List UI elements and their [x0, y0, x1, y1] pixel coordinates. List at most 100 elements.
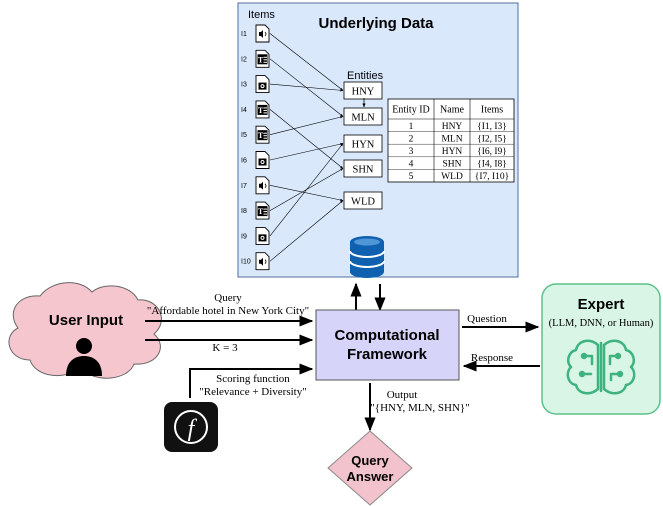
link-i2-mln [269, 58, 344, 117]
framework-line2: Framework [347, 346, 428, 363]
item-i9: I9 [241, 226, 270, 245]
entity-hny: HNY [343, 81, 383, 100]
item-i7: I7 [241, 176, 270, 195]
scoring-arrow [189, 363, 314, 398]
table-cell: {I6, I9} [477, 147, 507, 157]
svg-text:f: f [188, 416, 198, 442]
items-label: Items [248, 9, 275, 21]
table-cell: HYN [442, 147, 463, 157]
entity-hyn: HYN [343, 134, 383, 153]
link-i10-wld [269, 200, 344, 262]
item-i3: I3 [241, 75, 270, 94]
table-cell: WLD [441, 172, 463, 182]
entity-label: WLD [351, 197, 375, 208]
entity-box-list: HNY MLN HYN SHN WLD [343, 81, 383, 210]
output-value: "{HNY, MLN, SHN}" [370, 402, 469, 414]
query-answer-diamond: Query Answer [327, 430, 413, 506]
scoring-text: "Relevance + Diversity" [199, 386, 306, 398]
table-cell: 2 [409, 134, 414, 144]
entity-shn: SHN [343, 159, 383, 178]
link-i6-hyn [269, 142, 344, 161]
text-file-icon: T [255, 201, 270, 220]
item-id-label: I6 [241, 158, 247, 165]
table-cell: {I2, I5} [477, 134, 507, 144]
query-answer-line1: Query [351, 453, 389, 468]
item-id-label: I5 [241, 132, 247, 139]
item-entity-links [269, 33, 344, 262]
user-input-cloud: User Input [8, 282, 162, 379]
table-cell: {I7, I10} [475, 172, 509, 182]
item-id-label: I1 [241, 31, 247, 38]
output-label: Output [387, 389, 418, 401]
link-i8-shn [269, 168, 344, 211]
audio-file-icon [255, 252, 270, 271]
table-cell: SHN [442, 160, 461, 170]
table-header-cell: Name [440, 105, 464, 116]
item-id-label: I3 [241, 82, 247, 89]
image-file-icon [255, 151, 270, 169]
item-i4: I4 T [241, 100, 270, 119]
k-text: K = 3 [212, 342, 238, 354]
table-cell: 4 [409, 160, 414, 170]
computational-framework-box: Computational Framework [315, 309, 460, 381]
item-i1: I1 [241, 24, 270, 43]
table-header-cell: Items [481, 105, 503, 116]
expert-subtitle: (LLM, DNN, or Human) [549, 318, 654, 329]
scoring-label: Scoring function [216, 373, 290, 385]
database-icon [349, 236, 385, 278]
link-i5-mln [269, 115, 344, 135]
function-icon: f [164, 402, 218, 452]
svg-text:T: T [258, 207, 264, 216]
item-id-label: I10 [241, 259, 251, 266]
table-cell: {I4, I8} [477, 160, 507, 170]
table-header-cell: Entity ID [392, 105, 430, 116]
svg-text:T: T [258, 106, 264, 115]
entity-label: MLN [351, 113, 375, 124]
brain-circuit-icon [566, 339, 636, 395]
item-id-label: I7 [241, 183, 247, 190]
response-label: Response [471, 352, 513, 364]
entity-label: SHN [352, 165, 373, 176]
entity-label: HYN [352, 140, 375, 151]
table-cell: MLN [441, 134, 462, 144]
link-i4-shn [269, 109, 344, 169]
table-cell: 5 [409, 172, 414, 182]
svg-text:T: T [258, 55, 264, 64]
item-i6: I6 [241, 151, 270, 169]
item-i8: I8 T [241, 201, 270, 220]
link-i7-wld [269, 185, 344, 202]
text-file-icon: T [255, 100, 270, 119]
table-cell: {I1, I3} [477, 122, 507, 132]
query-text: "Affordable hotel in New York City" [147, 305, 309, 317]
user-input-label: User Input [49, 312, 123, 329]
image-file-icon [255, 226, 270, 245]
text-file-icon: T [255, 125, 270, 144]
user-icon [66, 338, 102, 376]
text-file-icon: T [255, 49, 270, 68]
audio-file-icon [255, 176, 270, 195]
expert-title: Expert [578, 296, 625, 313]
image-file-icon [255, 75, 270, 94]
item-id-label: I9 [241, 233, 247, 240]
question-label: Question [467, 313, 507, 325]
entity-wld: WLD [343, 191, 383, 210]
table-cell: 3 [409, 147, 414, 157]
item-i10: I10 [241, 252, 270, 271]
item-i5: I5 T [241, 125, 270, 144]
table-cell: 1 [409, 122, 414, 132]
query-label: Query [214, 292, 242, 304]
query-answer-line2: Answer [347, 469, 394, 484]
audio-file-icon [255, 24, 270, 43]
link-i1-hny [269, 33, 344, 91]
item-id-label: I8 [241, 208, 247, 215]
entity-mln: MLN [343, 107, 383, 126]
item-id-label: I4 [241, 107, 247, 114]
framework-line1: Computational [335, 327, 440, 344]
expert-box: Expert (LLM, DNN, or Human) [541, 283, 661, 415]
svg-text:T: T [258, 131, 264, 140]
